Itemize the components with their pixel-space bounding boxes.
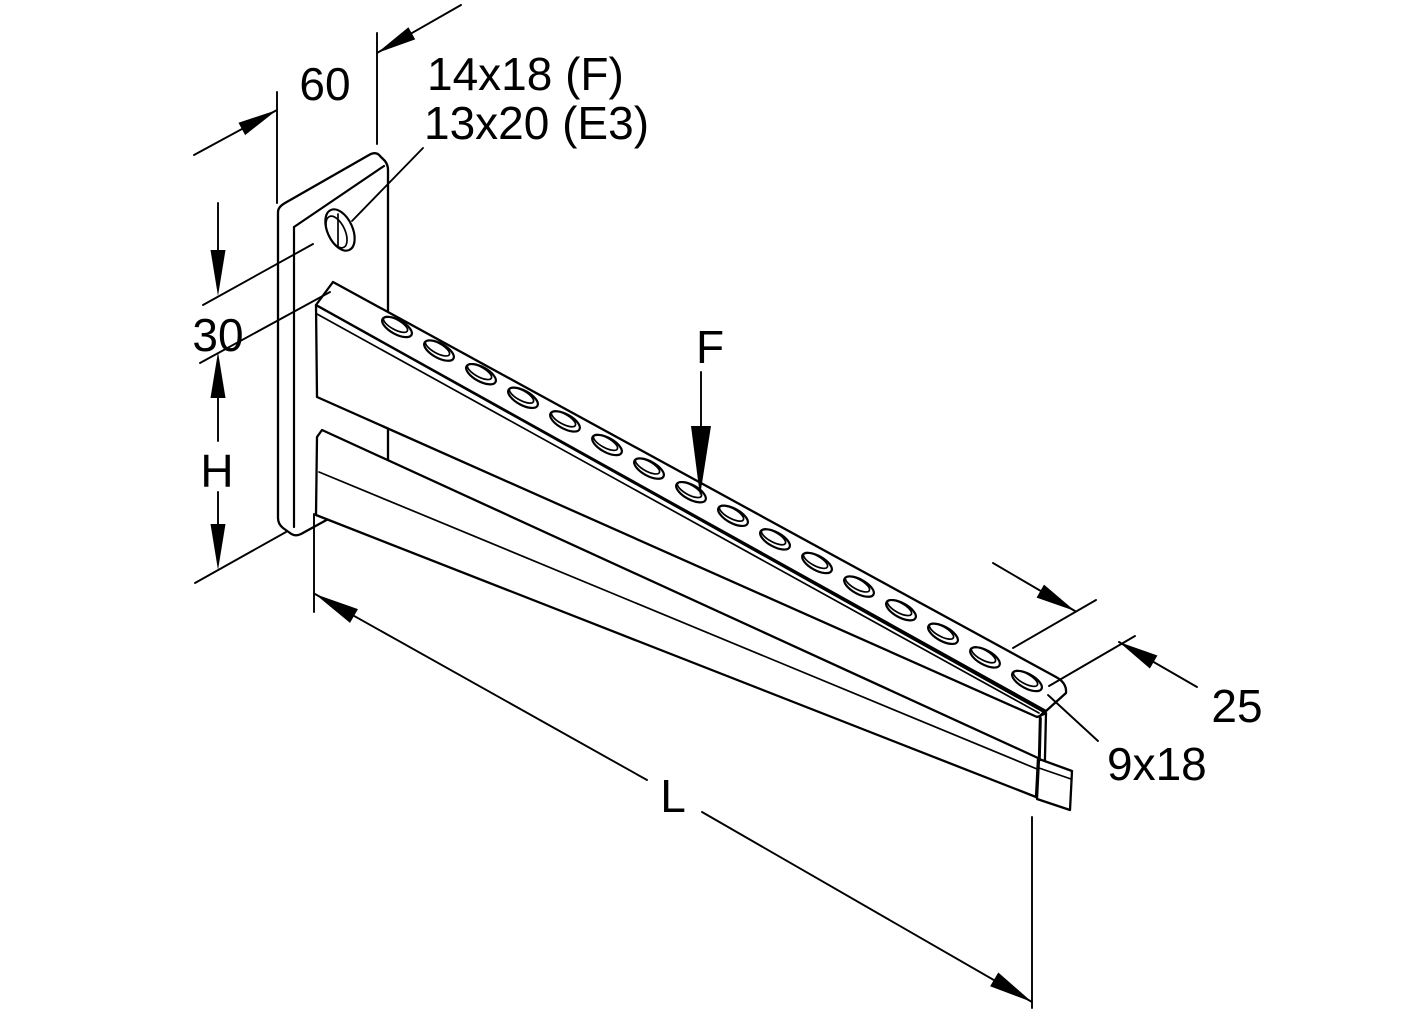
arm-slot-inner-wall — [802, 551, 829, 570]
dimL-arrow-right — [990, 972, 1032, 1002]
gusset-fold-line — [318, 471, 1038, 770]
slot-size-callout: 9x18 — [1047, 694, 1207, 790]
hole-inner-wall — [325, 215, 348, 249]
dimension-30: 30 — [192, 202, 331, 442]
dim60-arrow-left — [238, 110, 277, 136]
arm-slot-inner-wall — [382, 315, 409, 334]
arm-slot-inner-wall — [1012, 669, 1039, 688]
slot-leader-line — [1047, 694, 1099, 742]
dimH-arrow-down — [210, 524, 226, 570]
wall-plate-slot-hole — [324, 208, 356, 252]
arm-slot-inner-wall — [676, 481, 703, 499]
bracket-arm-top-face — [314, 280, 1068, 713]
support-gusset — [314, 428, 1040, 799]
dim30-ext-top — [202, 243, 314, 306]
wall-plate-front-top-edge — [292, 164, 386, 229]
arm-slot-inner-wall — [886, 599, 913, 617]
dimension-25: 25 — [992, 562, 1263, 732]
arm-slot-inner-wall — [928, 622, 955, 640]
arm-slot-inner-wall — [634, 457, 661, 475]
hole-leader-line — [351, 147, 424, 222]
end-flange-inner — [1038, 767, 1072, 780]
dim30-arrow-up — [210, 352, 226, 398]
arm-end-profile — [1035, 711, 1074, 812]
force-arrowhead — [691, 426, 711, 496]
arm-slot-row — [381, 315, 1043, 693]
dim25-ext-front — [1048, 635, 1136, 687]
hole-size-callout: 14x18 (F) 13x20 (E3) — [351, 48, 649, 222]
dim25-label: 25 — [1211, 680, 1262, 732]
arm-slot-inner-wall — [970, 646, 997, 664]
arm-slot-inner-wall — [550, 410, 577, 428]
hole-size-label-e3: 13x20 (E3) — [424, 97, 649, 149]
end-bottom-flange — [1035, 757, 1074, 812]
dimL-arrow-left — [315, 594, 358, 623]
dimH-ext-bottom — [194, 531, 287, 584]
dim25-arrow-front — [1119, 642, 1158, 669]
dimH-label: H — [200, 445, 233, 497]
dimL-line-right — [701, 811, 1033, 1003]
dim30-arrow-down — [210, 250, 226, 296]
arm-slot-inner-wall — [760, 528, 787, 546]
dim30-ext-bottom — [199, 291, 331, 364]
dimension-L: L — [313, 513, 1033, 1009]
web-bend-line — [316, 313, 1040, 714]
dimL-label: L — [660, 770, 686, 822]
dim30-label: 30 — [192, 309, 243, 361]
arm-slot-inner-wall — [424, 339, 451, 357]
arm-slot-inner-wall — [592, 433, 619, 452]
web-face — [314, 303, 1046, 719]
bracket-arm-web — [314, 303, 1046, 719]
dimL-line-left — [314, 593, 648, 781]
dim60-label: 60 — [299, 58, 350, 110]
arm-slot-inner-wall — [844, 575, 871, 593]
dim25-ext-back — [1012, 599, 1097, 649]
hole-size-label-f: 14x18 (F) — [427, 48, 624, 100]
dim60-arrow-right — [377, 27, 416, 53]
dimension-60: 60 — [193, 4, 462, 204]
arm-slot-inner-wall — [718, 504, 745, 522]
arm-slot-inner-wall — [508, 386, 535, 404]
gusset-face — [314, 428, 1040, 799]
force-label: F — [696, 321, 724, 373]
dimension-H: H — [194, 445, 287, 584]
arm-slot-inner-wall — [466, 363, 493, 381]
force-arrow-F: F — [691, 321, 724, 496]
dim25-arrow-back — [1036, 584, 1075, 611]
slot-size-label: 9x18 — [1107, 738, 1207, 790]
